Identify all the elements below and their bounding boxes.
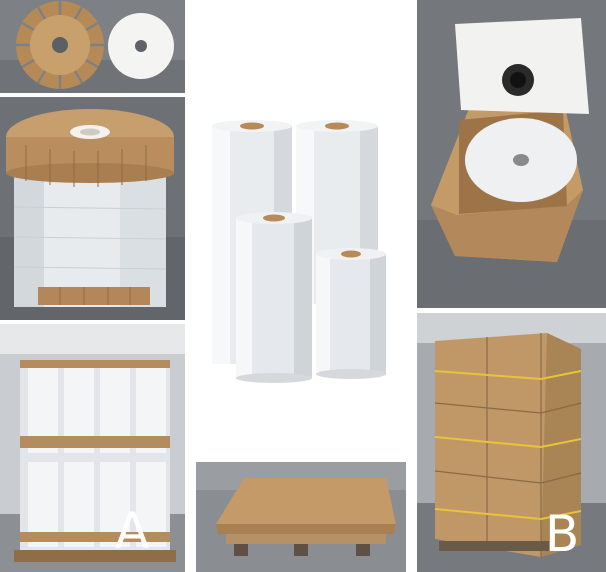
end-caps-image (0, 0, 185, 93)
film-roll-front-left (236, 212, 312, 383)
palletized-rolls-image (0, 324, 185, 572)
pallet-base-photo (196, 462, 406, 572)
palletized-rolls-photo: A (0, 324, 185, 572)
wrapped-roll-photo (0, 97, 185, 320)
end-caps-photo (0, 0, 185, 93)
kraft-end-cap (16, 1, 104, 89)
film-roll-front-right (316, 248, 386, 379)
pallet-base-image (196, 462, 406, 572)
roll-in-carton-photo (417, 0, 606, 308)
panel-label-a: A (115, 502, 150, 560)
film-rolls-product-photo (190, 0, 412, 458)
roll-in-carton-image (417, 0, 606, 308)
film-rolls-image (190, 0, 412, 458)
wrapped-roll-image (0, 97, 185, 320)
carton-stack-image (417, 313, 606, 572)
cardboard-sheet (216, 478, 396, 524)
panel-label-b: B (545, 505, 580, 563)
white-end-cap (108, 13, 174, 79)
carton-stack-photo: B (417, 313, 606, 572)
